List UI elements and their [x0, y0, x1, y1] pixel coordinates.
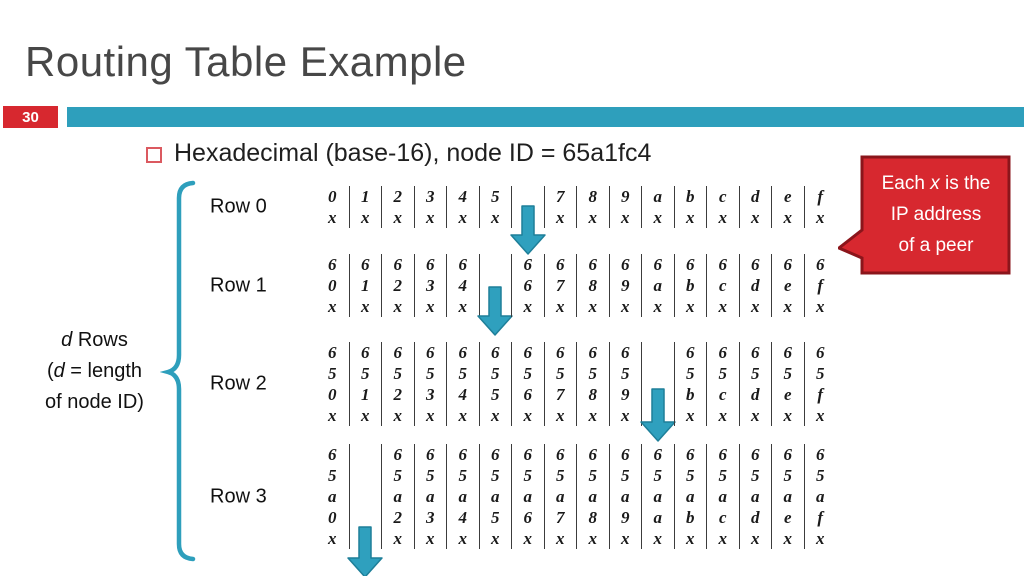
- callout-line-3: of a peer: [898, 234, 974, 256]
- down-arrow-icon: [510, 205, 546, 260]
- callout-shape: [838, 155, 1011, 275]
- gap-cell: [347, 444, 383, 576]
- down-arrow-icon: [347, 526, 383, 576]
- d-rows-line-1: d Rows: [61, 329, 128, 351]
- gap-cell: [640, 342, 676, 442]
- row-label: Row 3: [210, 485, 267, 507]
- gap-cell: [477, 254, 513, 336]
- down-arrow-icon: [640, 388, 676, 447]
- row-label: Row 2: [210, 372, 267, 395]
- d-rows-label: d Rows (d = length of node ID): [22, 325, 167, 418]
- row-label: Row 1: [210, 274, 267, 296]
- left-curly-brace-icon: [160, 180, 196, 562]
- d-rows-line-3: of node ID): [45, 391, 144, 413]
- slide-title: Routing Table Example: [25, 38, 467, 85]
- callout-line-1: Each x is the: [881, 172, 991, 194]
- bullet-line: Hexadecimal (base-16), node ID = 65a1fc4: [146, 139, 651, 168]
- bullet-square-icon: [146, 146, 162, 163]
- page-number: 30: [22, 108, 39, 126]
- bullet-text: Hexadecimal (base-16), node ID = 65a1fc4: [174, 139, 652, 167]
- page-number-badge: 30: [3, 106, 58, 128]
- callout-bubble: Each x is the IP address of a peer: [838, 154, 1018, 280]
- down-arrow-icon: [477, 286, 513, 341]
- row-label: Row 0: [210, 195, 267, 218]
- d-rows-line-2: (d = length: [46, 360, 143, 382]
- header-accent-bar: [67, 107, 1024, 127]
- callout-text: Each x is the IP address of a peer: [862, 154, 1010, 274]
- callout-line-2: IP address: [890, 203, 982, 225]
- gap-cell: [510, 186, 546, 255]
